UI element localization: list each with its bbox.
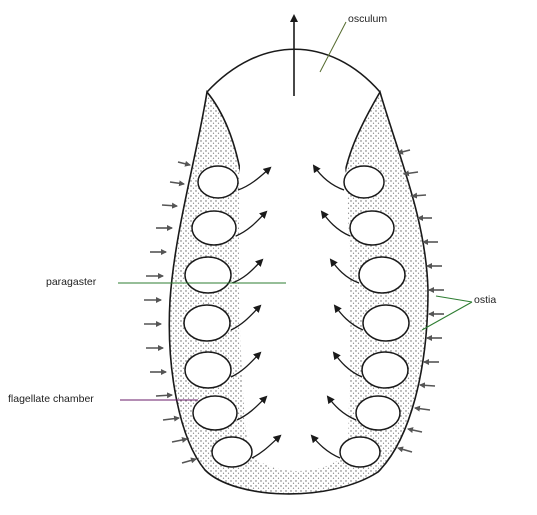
osculum-label: osculum <box>348 13 387 25</box>
ostia-leaders <box>422 296 472 330</box>
ostia-label: ostia <box>474 294 496 306</box>
flagellate-chamber-label: flagellate chamber <box>8 393 94 405</box>
flagellate-chamber <box>192 211 236 245</box>
flagellate-chamber <box>344 166 384 198</box>
flagellate-chamber <box>359 257 405 293</box>
flagellate-chamber <box>362 352 408 388</box>
flagellate-chamber <box>212 437 252 467</box>
flagellate-chamber <box>340 437 380 467</box>
flagellate-chamber <box>185 257 231 293</box>
flagellate-chamber <box>193 396 237 430</box>
paragaster-label: paragaster <box>46 276 96 288</box>
flagellate-chamber <box>350 211 394 245</box>
flagellate-chamber <box>356 396 400 430</box>
flagellate-chamber <box>184 305 230 341</box>
osculum-leader <box>320 22 346 72</box>
flagellate-chamber <box>185 352 231 388</box>
paragaster-cavity <box>239 158 350 472</box>
flagellate-chamber <box>198 166 238 198</box>
flagellate-chamber <box>363 305 409 341</box>
